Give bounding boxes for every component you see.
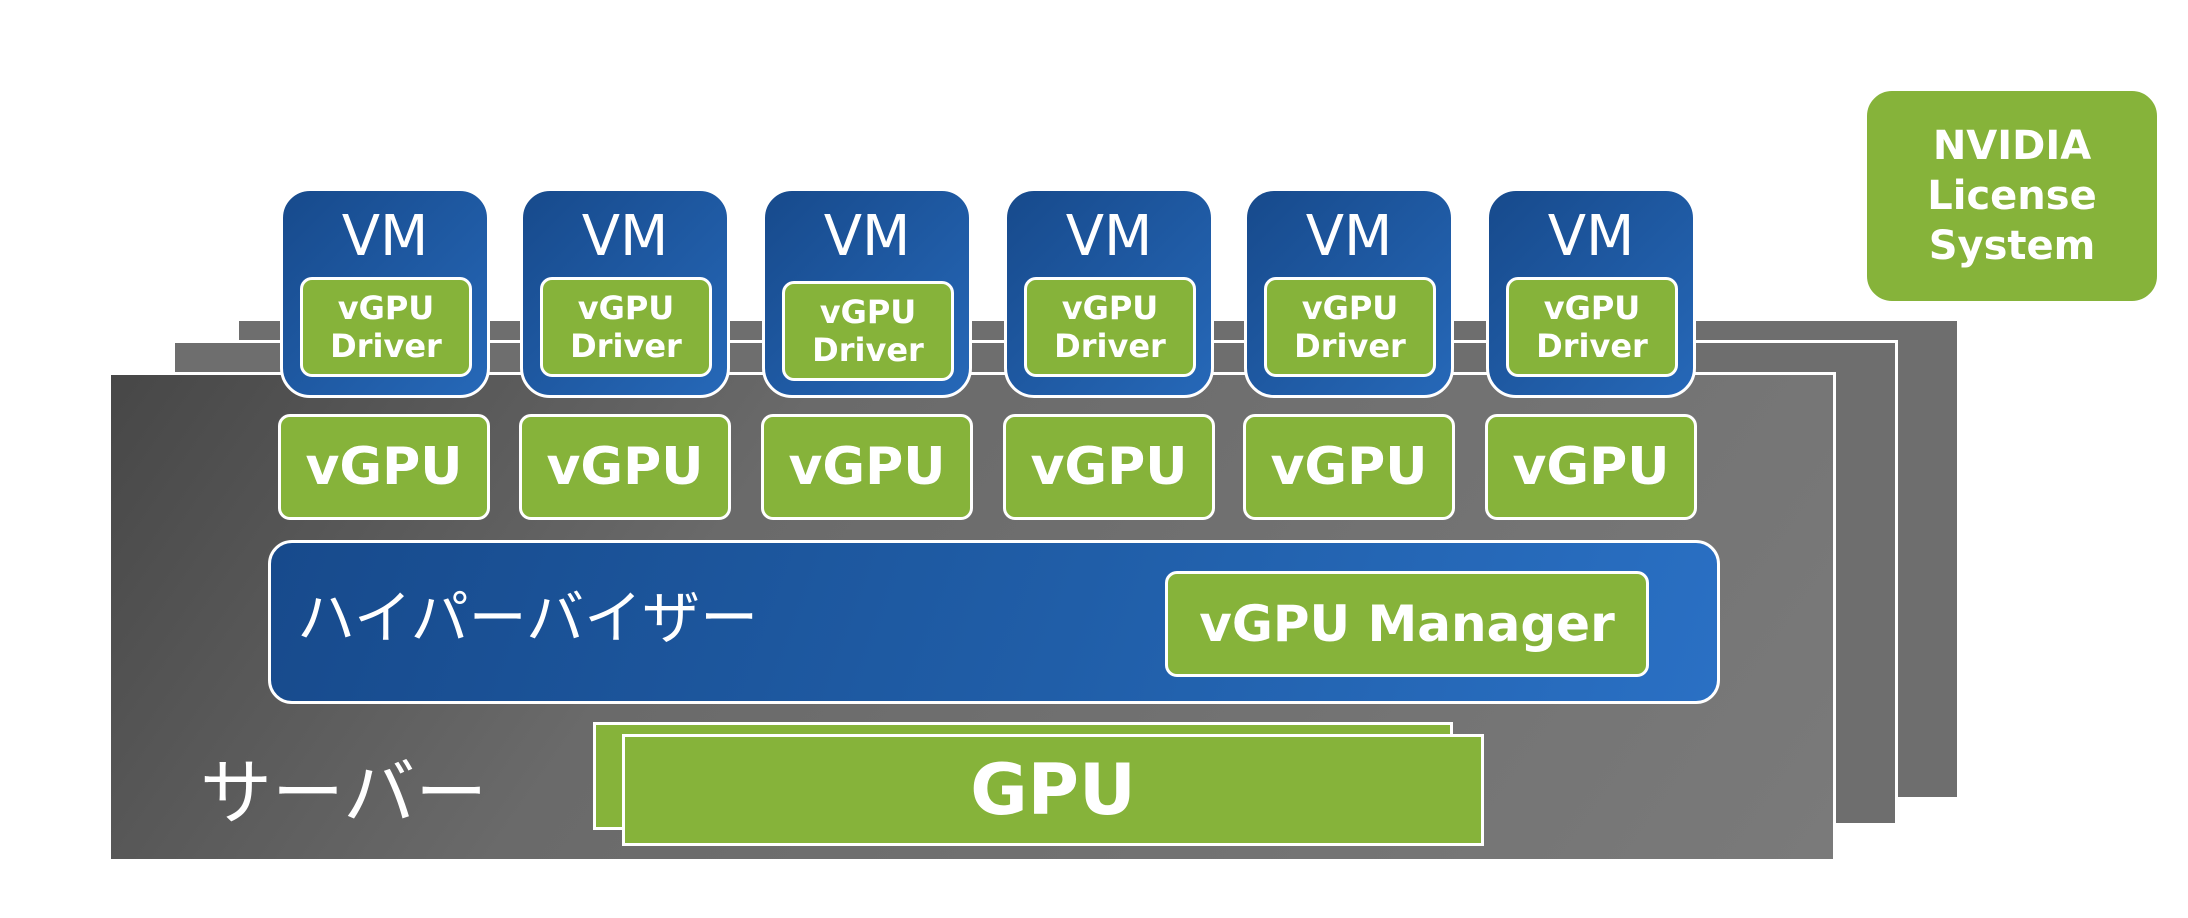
server-label: サーバー: [200, 751, 488, 835]
vgpu-driver-line2: Driver: [1054, 327, 1166, 365]
vgpu-box: vGPU: [278, 414, 490, 520]
vm-title: VM: [581, 204, 669, 269]
vgpu-driver-line2: Driver: [1294, 327, 1406, 365]
hypervisor-label: ハイパーバイザー: [297, 584, 759, 652]
vgpu-driver-line1: vGPU: [1543, 289, 1641, 327]
vgpu-driver-line2: Driver: [1536, 327, 1648, 365]
vgpu-driver-line2: Driver: [570, 327, 682, 365]
license-line1: NVIDIA: [1932, 123, 2092, 169]
license-line2: License: [1927, 173, 2097, 219]
license-line3: System: [1928, 223, 2096, 269]
vgpu-driver-line1: vGPU: [1061, 289, 1159, 327]
vgpu-driver-line2: Driver: [812, 331, 924, 369]
vm-title: VM: [823, 204, 911, 269]
vm-title: VM: [1065, 204, 1153, 269]
vgpu-driver-line1: vGPU: [337, 289, 435, 327]
vm-title: VM: [341, 204, 429, 269]
vgpu-box: vGPU: [519, 414, 731, 520]
vgpu-manager-box: vGPU Manager: [1165, 571, 1649, 677]
vm-title: VM: [1305, 204, 1393, 269]
hypervisor-layer: ハイパーバイザー vGPU Manager: [268, 540, 1720, 704]
vgpu-box: vGPU: [1003, 414, 1215, 520]
vgpu-box: vGPU: [1485, 414, 1697, 520]
vgpu-box: vGPU: [1243, 414, 1455, 520]
vm-title: VM: [1547, 204, 1635, 269]
vgpu-driver-line1: vGPU: [577, 289, 675, 327]
license-system-box: NVIDIA License System: [1864, 88, 2160, 304]
vgpu-box: vGPU: [761, 414, 973, 520]
vgpu-driver-line2: Driver: [330, 327, 442, 365]
vgpu-driver-line1: vGPU: [819, 293, 917, 331]
vgpu-driver-line1: vGPU: [1301, 289, 1399, 327]
gpu-card: GPU: [622, 734, 1484, 846]
